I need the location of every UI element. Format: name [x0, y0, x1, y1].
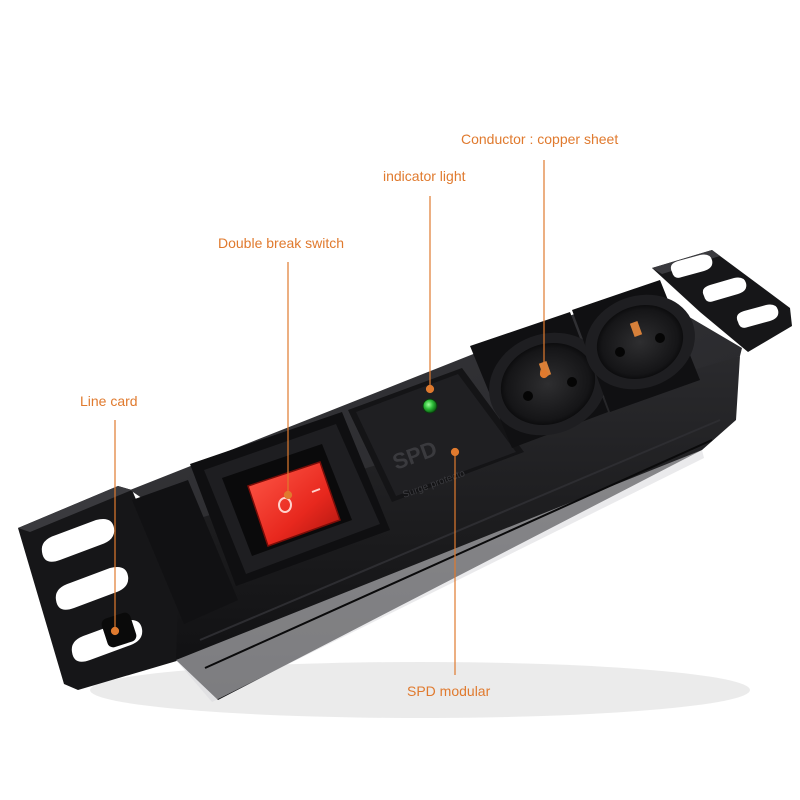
bracket-slot — [670, 254, 713, 278]
socket-hole — [567, 377, 577, 387]
leader-dot-switch — [283, 490, 293, 500]
bracket-slot — [41, 519, 115, 562]
callout-conductor-label: Conductor : copper sheet — [461, 131, 619, 147]
callout-indicator-label: indicator light — [383, 168, 466, 184]
rocker-switch-red[interactable] — [247, 461, 341, 547]
bracket-slot — [55, 567, 129, 610]
callout-spd-modular-label: SPD modular — [407, 683, 491, 699]
socket-hole — [523, 391, 533, 401]
housing-bottom-edge — [176, 450, 704, 702]
indicator-light-green — [422, 398, 438, 414]
callout-switch-label: Double break switch — [218, 235, 345, 251]
right-mounting-bracket — [652, 250, 792, 352]
callout-leaders — [110, 160, 549, 675]
schuko-socket-2[interactable] — [572, 280, 709, 412]
socket-hole — [655, 333, 665, 343]
socket-hole — [615, 347, 625, 357]
line-card-panel — [132, 480, 238, 624]
leader-dot-line-card — [110, 626, 120, 636]
leader-dot-indicator — [425, 384, 435, 394]
schuko-socket-1[interactable] — [470, 312, 621, 452]
leader-dot-spd — [450, 447, 460, 457]
bracket-slot — [702, 277, 747, 302]
leader-dot-conductor — [539, 369, 549, 379]
bracket-slot — [736, 304, 779, 328]
callout-line-card-label: Line card — [80, 393, 138, 409]
line-card-inlet — [101, 612, 137, 648]
switch-on-mark — [311, 488, 321, 493]
switch-off-mark — [278, 497, 292, 513]
